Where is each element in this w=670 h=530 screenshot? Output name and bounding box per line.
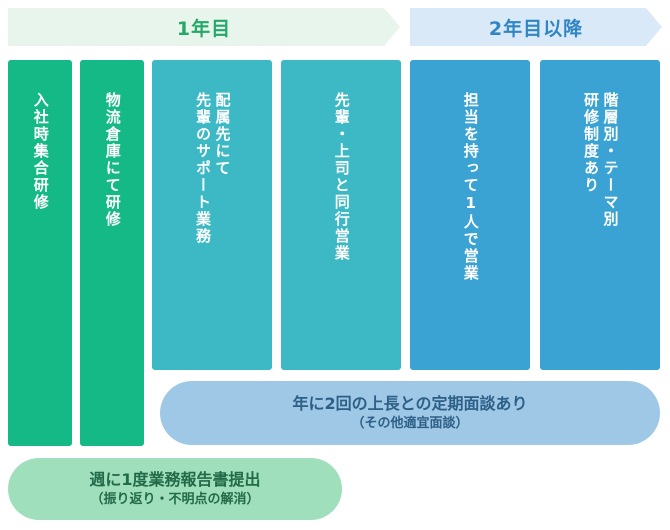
step-senior-support-box: 配属先にて 先輩のサポート業務 [152,60,272,370]
report-sub-text: （振り返り・不明点の解消） [90,492,260,508]
step-tiered-training-label: 階層別・テーマ別 研修制度あり [582,92,620,228]
year1-label: 1年目 [176,17,232,40]
step-tiered-training-box: 階層別・テーマ別 研修制度あり [540,60,660,370]
step-group-training-label: 入社時集合研修 [31,92,50,211]
year2-label: 2年目以降 [488,17,584,40]
year2-header-arrow: 2年目以降 [410,8,662,46]
year1-header-arrow: 1年目 [8,8,400,46]
step-accompany-sales-box: 先輩・上司と同行営業 [281,60,401,370]
report-main-text: 週に1度業務報告書提出 [89,470,261,490]
report-pill: 週に1度業務報告書提出 （振り返り・不明点の解消） [8,458,342,520]
step-solo-sales-label: 担当を持って1人で営業 [461,92,480,282]
step-group-training-box: 入社時集合研修 [8,60,72,446]
interview-sub-text: （その他適宜面談） [351,416,469,432]
step-warehouse-training-box: 物流倉庫にて研修 [80,60,144,446]
step-accompany-sales-label: 先輩・上司と同行営業 [332,92,351,262]
interview-main-text: 年に2回の上長との定期面談あり [292,394,528,414]
step-senior-support-label: 配属先にて 先輩のサポート業務 [194,92,232,245]
step-warehouse-training-label: 物流倉庫にて研修 [103,92,122,228]
interview-pill: 年に2回の上長との定期面談あり （その他適宜面談） [160,381,660,445]
step-solo-sales-box: 担当を持って1人で営業 [410,60,530,370]
